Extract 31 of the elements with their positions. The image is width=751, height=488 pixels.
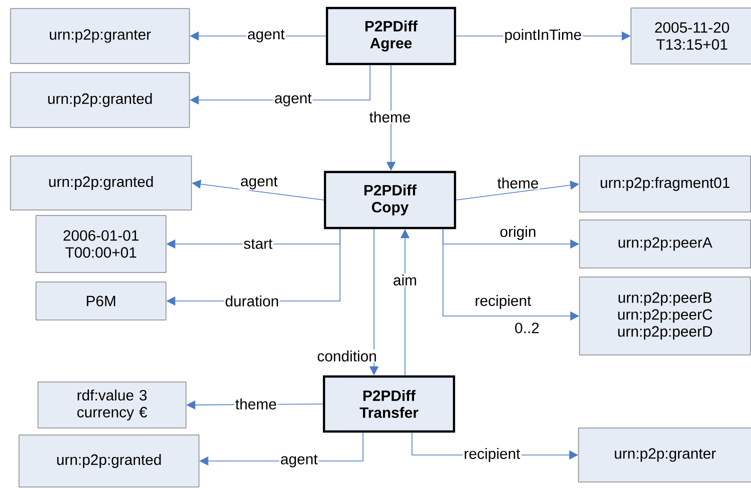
edge-label: theme <box>496 176 540 190</box>
value-box: urn:p2p:granted <box>10 156 192 210</box>
concept-box: P2PDiff Agree <box>326 6 456 66</box>
value-box: P6M <box>36 282 166 320</box>
edge-label: condition <box>316 350 378 362</box>
edge-label: origin <box>498 225 538 241</box>
cardinality-label: 0..2 <box>515 322 539 334</box>
concept-box: P2PDiff Copy <box>324 170 456 230</box>
edge-label: start <box>242 238 274 250</box>
value-box: urn:p2p:granted <box>18 434 200 488</box>
concept-box: P2PDiff Transfer <box>322 375 456 433</box>
edge-label: recipient <box>474 294 532 310</box>
edge-label: duration <box>224 294 280 308</box>
edge-label: theme <box>368 110 412 124</box>
edge-label: aim <box>392 274 418 286</box>
edge-label: recipient <box>462 447 522 463</box>
edge-label: pointInTime <box>503 28 583 44</box>
value-box: 2006-01-01 T00:00+01 <box>36 215 166 273</box>
edge-label: theme <box>234 398 278 410</box>
value-box: 2005-11-20 T13:15+01 <box>630 8 751 64</box>
edge-label: agent <box>273 92 313 108</box>
value-box: urn:p2p:granted <box>10 72 190 128</box>
value-box: urn:p2p:granter <box>10 8 190 64</box>
value-box: urn:p2p:fragment01 <box>579 156 751 212</box>
edge-label: agent <box>246 28 286 44</box>
value-box: urn:p2p:peerA <box>579 220 751 268</box>
value-box: urn:p2p:granter <box>578 428 751 482</box>
edge-label: agent <box>239 176 279 190</box>
value-box: urn:p2p:peerB urn:p2p:peerC urn:p2p:peerD <box>579 276 751 356</box>
edge-label: agent <box>279 454 319 468</box>
value-box: rdf:value 3 currency € <box>38 382 186 428</box>
